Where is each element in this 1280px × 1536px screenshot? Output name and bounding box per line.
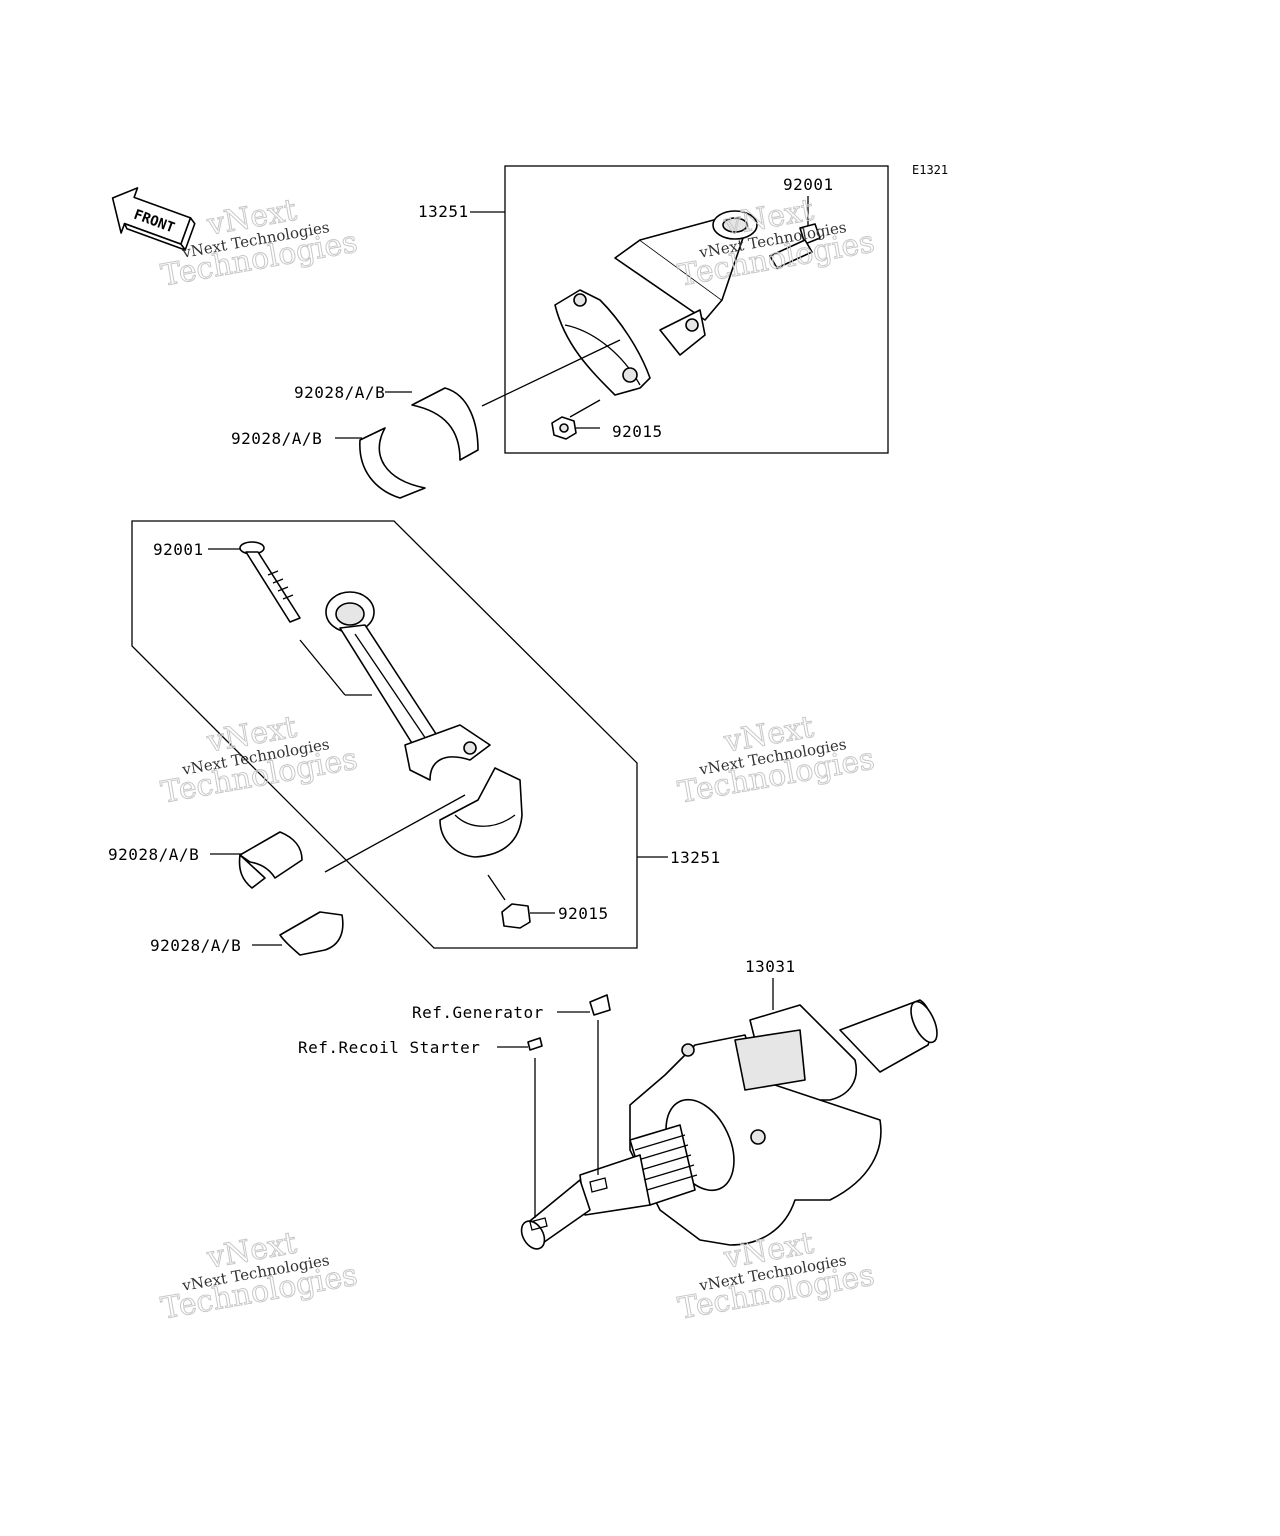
rod-assembly-box-mid (131, 520, 638, 949)
rod-assembly-box-top (504, 165, 889, 454)
label-92001-top: 92001 (783, 175, 834, 194)
crankshaft (520, 999, 938, 1250)
bearing-shell-top-a (411, 387, 479, 461)
watermark: vNext vNext Technologies Technologies (158, 709, 361, 811)
connecting-rod-top (614, 210, 758, 356)
bearing-shell-mid-b (279, 911, 344, 956)
label-ref-generator: Ref.Generator (412, 1003, 544, 1022)
label-13251-mid: 13251 (670, 848, 721, 867)
label-13251-top: 13251 (418, 202, 469, 221)
front-arrow-icon: FRONT (111, 187, 196, 251)
key-ref-generator (589, 994, 611, 1016)
nut-92015-top (551, 416, 577, 440)
key-ref-recoil-starter (527, 1037, 543, 1051)
bearing-shell-mid-a (238, 831, 303, 889)
label-92001-mid: 92001 (153, 540, 204, 559)
label-92028-top-b: 92028/A/B (231, 429, 322, 448)
rod-cap-top (554, 289, 651, 396)
watermark: vNext vNext Technologies Technologies (158, 1225, 361, 1327)
nut-92015-mid (501, 903, 531, 929)
label-13031: 13031 (745, 957, 796, 976)
label-92028-mid-b: 92028/A/B (150, 936, 241, 955)
rod-cap-mid (439, 767, 523, 858)
bolt-92001-top (769, 223, 821, 269)
label-92028-top-a: 92028/A/B (294, 383, 385, 402)
label-92015-mid: 92015 (558, 904, 609, 923)
label-92015-top: 92015 (612, 422, 663, 441)
label-92028-mid-a: 92028/A/B (108, 845, 199, 864)
label-ref-recoil: Ref.Recoil Starter (298, 1038, 480, 1057)
watermark: vNext vNext Technologies Technologies (675, 709, 878, 811)
bearing-shell-top-b (359, 427, 426, 499)
diagram-code: E1321 (912, 163, 948, 177)
connecting-rod-mid (325, 591, 491, 781)
bolt-92001-mid (239, 541, 301, 623)
